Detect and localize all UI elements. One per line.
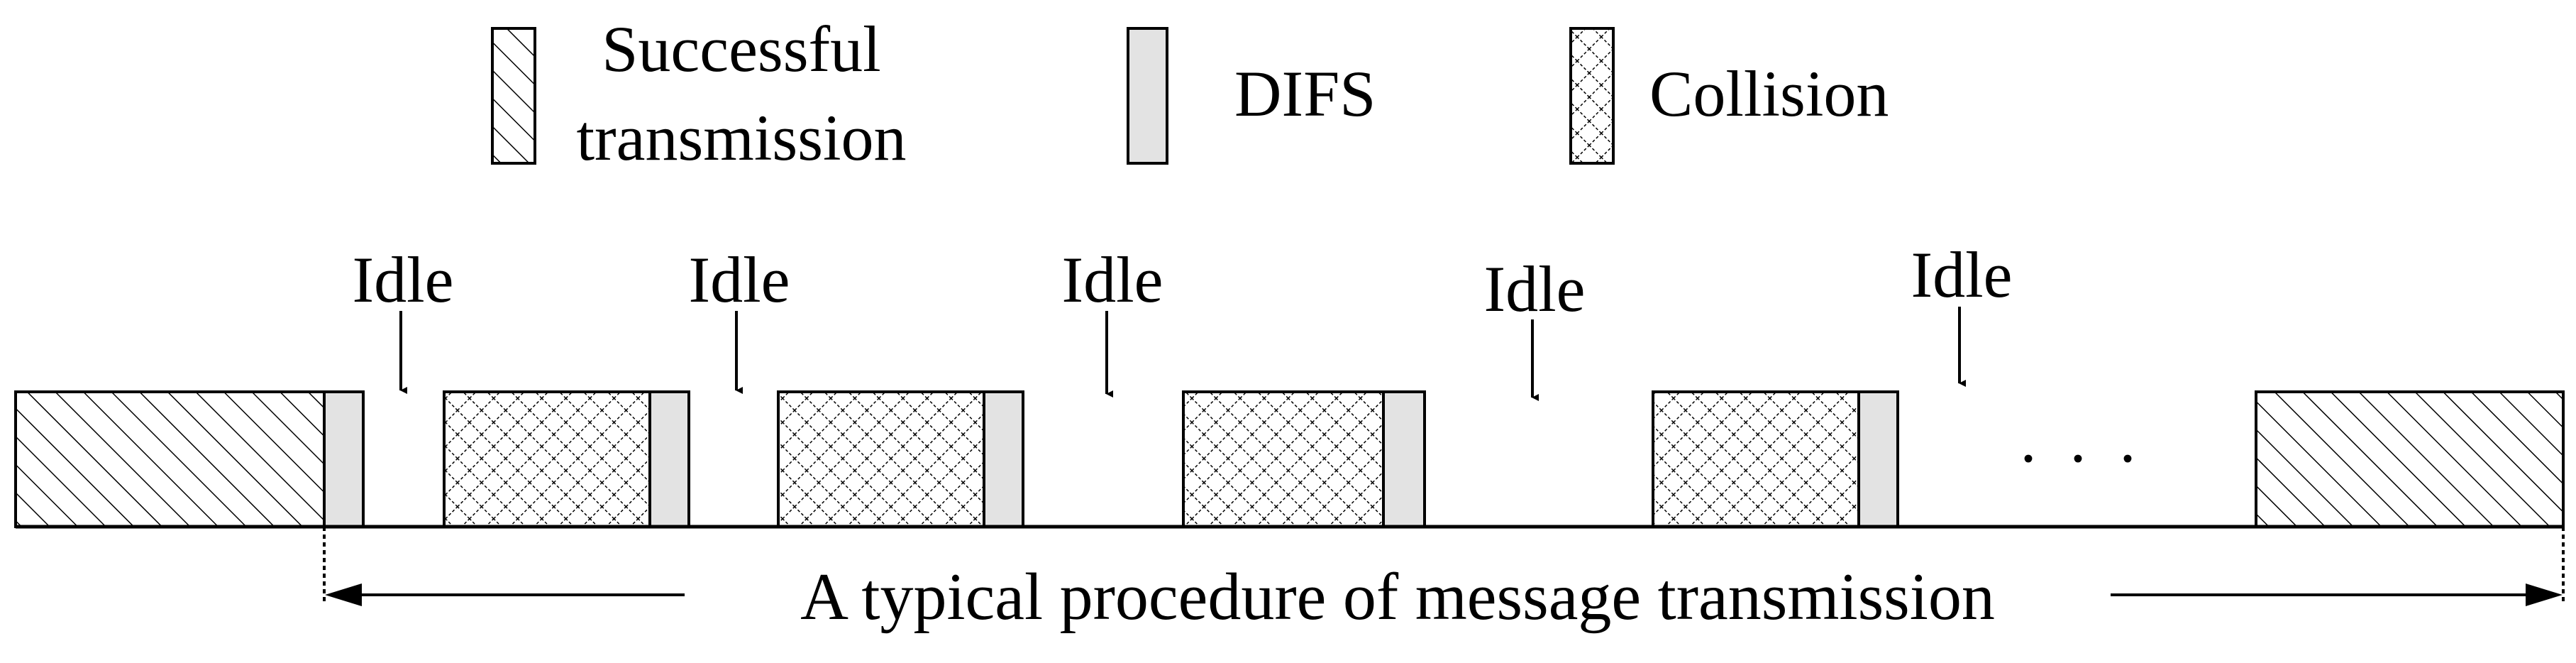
legend-difs-swatch <box>1127 27 1168 165</box>
idle-label: Idle <box>1911 239 2012 311</box>
legend-collision-label: Collision <box>1649 57 1889 130</box>
collision-block <box>1652 390 1860 528</box>
idle-label: Idle <box>1483 253 1585 325</box>
difs-block <box>648 390 690 528</box>
timeline: . . . <box>14 390 2565 529</box>
legend-successful-label-line1: Successful <box>602 13 880 85</box>
collision-block <box>1182 390 1385 528</box>
difs-block <box>323 390 365 528</box>
idle-label: Idle <box>688 243 790 316</box>
successful-transmission-block <box>14 390 326 528</box>
legend-difs-label: DIFS <box>1234 57 1376 130</box>
span-arrow-left-head-icon <box>325 583 362 606</box>
legend: Successful transmission DIFS Collision <box>491 13 1889 174</box>
difs-block <box>1857 390 1899 528</box>
legend-successful-swatch <box>491 27 536 165</box>
successful-transmission-block <box>2255 390 2565 528</box>
collision-block <box>777 390 985 528</box>
idle-indicators: Idle Idle Idle Idle Idle <box>352 239 2013 401</box>
difs-block <box>983 390 1024 528</box>
difs-block <box>1382 390 1426 528</box>
idle-label: Idle <box>1061 243 1163 316</box>
procedure-span: A typical procedure of message transmiss… <box>323 527 2565 634</box>
idle-label: Idle <box>352 243 453 316</box>
legend-collision-swatch <box>1569 27 1615 165</box>
legend-successful-label-line2: transmission <box>576 102 906 174</box>
procedure-caption: A typical procedure of message transmiss… <box>800 560 1995 634</box>
collision-block <box>443 390 651 528</box>
span-arrow-right-head-icon <box>2526 583 2563 606</box>
timeline-ellipsis: . . . <box>2021 403 2145 476</box>
